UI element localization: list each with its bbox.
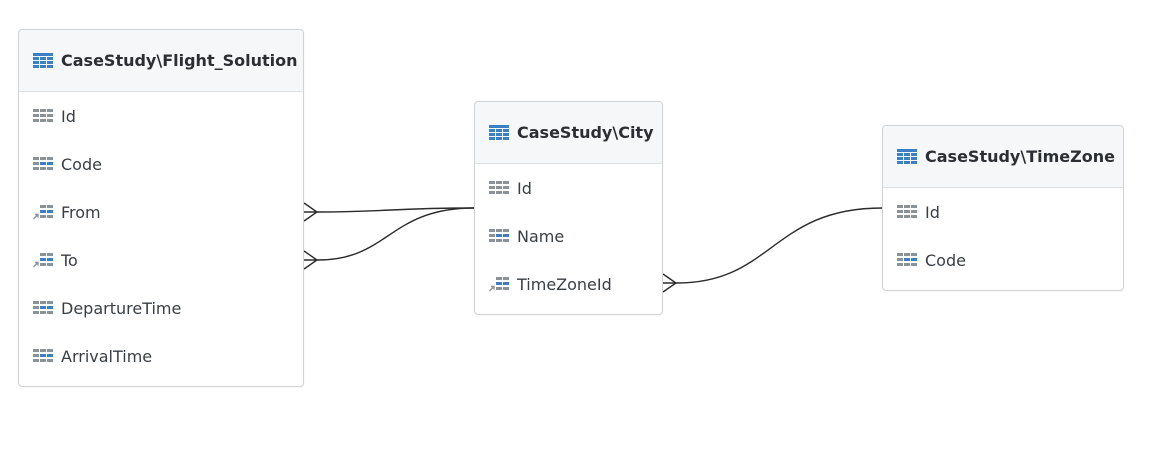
- field-label: Id: [517, 178, 532, 198]
- field-label: TimeZoneId: [517, 274, 612, 294]
- table-icon: [489, 124, 509, 141]
- field-name[interactable]: Name: [475, 212, 662, 260]
- crows-foot-icon: [662, 273, 678, 293]
- entity-title: CaseStudy\Flight_Solution: [61, 51, 298, 70]
- field-from[interactable]: From: [19, 188, 303, 236]
- field-label: ArrivalTime: [61, 346, 153, 366]
- key-column-icon: [897, 204, 917, 220]
- field-code[interactable]: Code: [883, 236, 1123, 284]
- column-icon: [33, 348, 53, 364]
- field-label: Id: [61, 106, 76, 126]
- column-icon: [897, 252, 917, 268]
- field-id[interactable]: Id: [475, 164, 662, 212]
- entity-flight-solution[interactable]: CaseStudy\Flight_Solution Id Code: [18, 29, 304, 387]
- table-icon: [33, 52, 53, 69]
- entity-header[interactable]: CaseStudy\TimeZone: [883, 126, 1123, 188]
- entity-city[interactable]: CaseStudy\City Id Name: [474, 101, 663, 315]
- field-id[interactable]: Id: [19, 92, 303, 140]
- relation-to-city: [304, 207, 475, 261]
- table-icon: [897, 148, 917, 165]
- entity-title: CaseStudy\City: [517, 123, 654, 142]
- column-icon: [33, 156, 53, 172]
- field-label: From: [61, 202, 101, 222]
- field-label: Id: [925, 202, 940, 222]
- column-icon: [33, 300, 53, 316]
- field-arrival-time[interactable]: ArrivalTime: [19, 332, 303, 380]
- field-code[interactable]: Code: [19, 140, 303, 188]
- foreign-key-column-icon: [33, 252, 53, 268]
- entity-header[interactable]: CaseStudy\City: [475, 102, 662, 164]
- field-label: To: [61, 250, 78, 270]
- entity-title: CaseStudy\TimeZone: [925, 147, 1115, 166]
- field-label: DepartureTime: [61, 298, 182, 318]
- foreign-key-column-icon: [489, 276, 509, 292]
- field-departure-time[interactable]: DepartureTime: [19, 284, 303, 332]
- crows-foot-icon: [303, 202, 319, 222]
- relation-from-city: [304, 207, 475, 213]
- crows-foot-icon: [303, 250, 319, 270]
- field-id[interactable]: Id: [883, 188, 1123, 236]
- field-label: Code: [925, 250, 966, 270]
- foreign-key-column-icon: [33, 204, 53, 220]
- field-to[interactable]: To: [19, 236, 303, 284]
- field-label: Code: [61, 154, 102, 174]
- field-label: Name: [517, 226, 565, 246]
- column-icon: [489, 228, 509, 244]
- entity-header[interactable]: CaseStudy\Flight_Solution: [19, 30, 303, 92]
- key-column-icon: [33, 108, 53, 124]
- relation-city-timezone: [663, 207, 883, 284]
- field-timezone-id[interactable]: TimeZoneId: [475, 260, 662, 308]
- key-column-icon: [489, 180, 509, 196]
- entity-timezone[interactable]: CaseStudy\TimeZone Id Code: [882, 125, 1124, 291]
